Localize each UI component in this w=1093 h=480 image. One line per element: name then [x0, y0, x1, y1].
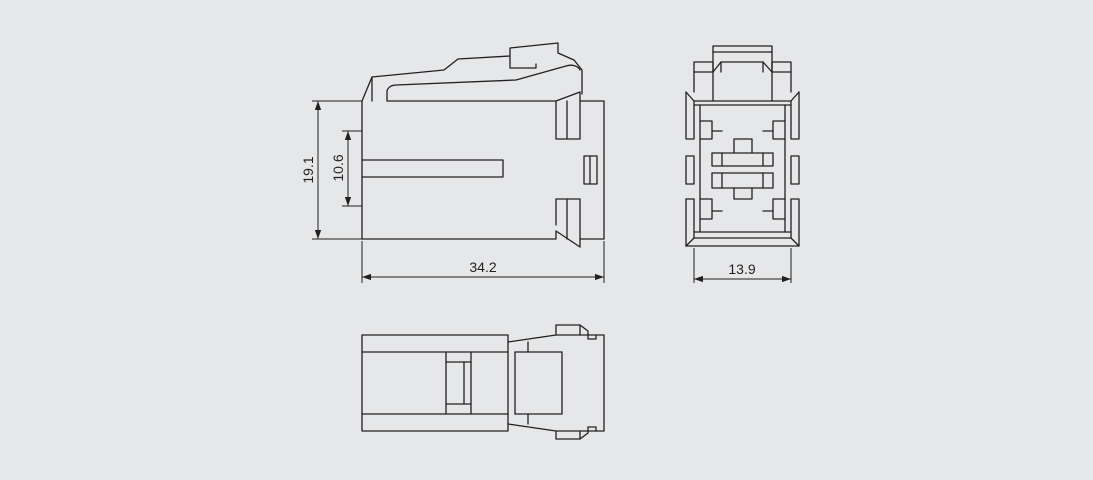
side-view — [361, 42, 605, 248]
dimension-label-width: 34.2 — [469, 259, 496, 275]
dimension-height: 19.1 — [300, 100, 362, 240]
front-view — [685, 45, 800, 247]
dimension-label-front-width: 13.9 — [728, 261, 755, 277]
dimension-label-height: 19.1 — [300, 156, 316, 183]
dimension-slot: 10.6 — [330, 130, 362, 207]
top-view — [361, 324, 605, 440]
dimension-width: 34.2 — [361, 241, 605, 283]
dimension-front-width: 13.9 — [693, 248, 792, 283]
dimension-label-slot: 10.6 — [330, 154, 346, 181]
